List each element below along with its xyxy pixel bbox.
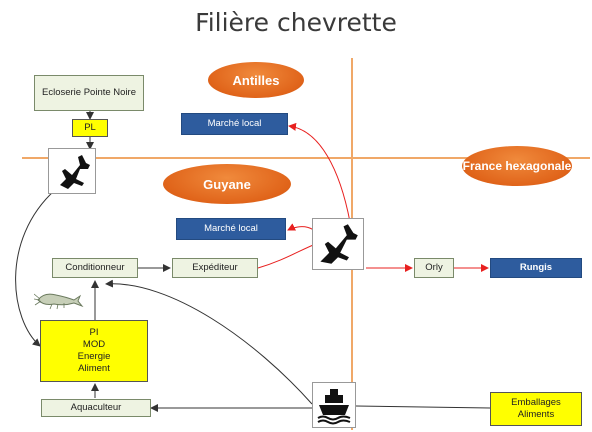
node-expediteur: Expéditeur [172,258,258,278]
node-pl: PL [72,119,108,137]
node-rungis: Rungis [490,258,582,278]
region-guyane: Guyane [163,164,291,204]
flow-plane-marche-antilles [288,122,351,223]
node-marche-local-guyane: Marché local [176,218,286,240]
flow-plane-intrants [15,189,56,347]
node-orly: Orly [414,258,454,278]
region-antilles: Antilles [208,62,304,98]
ship-icon [312,382,356,428]
node-emballages: Emballages Aliments [490,392,582,426]
page-title: Filière chevrette [195,8,397,37]
node-conditionneur: Conditionneur [52,258,138,278]
node-ecloserie: Ecloserie Pointe Noire [34,75,144,111]
plane-icon [312,218,364,270]
flow-expediteur-plane [257,242,319,269]
intrants-label: PI MOD Energie Aliment [77,327,111,374]
node-marche-local-antilles: Marché local [181,113,288,135]
plane-icon [48,148,96,194]
shrimp-icon [33,288,84,312]
flow-ship-conditionneur [105,279,313,405]
flow-emballages-ship [355,405,491,409]
node-aquaculteur: Aquaculteur [41,399,151,417]
region-france: France hexagonale [462,146,572,186]
node-intrants: PI MOD Energie Aliment [40,320,148,382]
emballages-label: Emballages Aliments [511,397,561,420]
